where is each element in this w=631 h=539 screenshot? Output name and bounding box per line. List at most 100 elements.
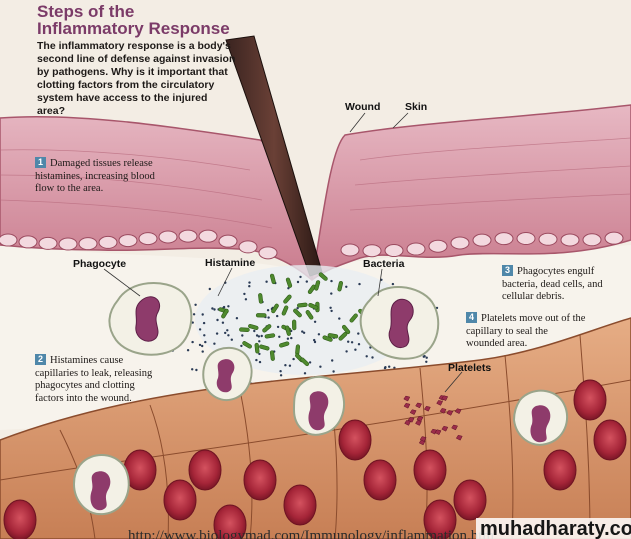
- step-1-text: Damaged tissues release histamines, incr…: [35, 158, 155, 194]
- platelet: [416, 416, 424, 422]
- bacterium: [262, 324, 272, 333]
- bacterium: [264, 333, 276, 339]
- clotting-factor-dot: [215, 332, 219, 335]
- clotting-factor-dot: [235, 317, 239, 320]
- basal-cell: [582, 233, 602, 247]
- red-blood-cell: [338, 419, 372, 461]
- clotting-factor-dot: [371, 356, 374, 359]
- platelet: [419, 436, 427, 442]
- red-blood-cell: [543, 449, 577, 491]
- clotting-factor-dot: [211, 307, 214, 310]
- clotting-factor-dot: [191, 321, 194, 324]
- clotting-factor-dot: [258, 360, 262, 364]
- clotting-factor-dot: [230, 338, 233, 341]
- clotting-factor-dot: [350, 341, 354, 344]
- leader-lines: [103, 112, 463, 393]
- clotting-factor-dot: [255, 334, 259, 337]
- clotting-factor-dot: [221, 321, 225, 324]
- basal-cell: [340, 243, 360, 257]
- bacterium: [305, 310, 314, 320]
- clotting-factor-dot: [255, 358, 258, 362]
- clotting-factor-dot: [241, 334, 244, 337]
- clotting-factor-dot: [213, 342, 216, 345]
- clotting-factor-dot: [227, 334, 230, 337]
- basal-cell: [58, 237, 78, 251]
- red-blood-cell: [3, 499, 37, 539]
- clotting-factor-dot: [201, 350, 204, 353]
- histamine-label: Histamine: [205, 257, 256, 269]
- clotting-factor-dot: [425, 356, 428, 359]
- bacterium: [285, 277, 293, 288]
- clotting-factor-dot: [194, 303, 197, 306]
- clotting-factor-dot: [213, 308, 216, 311]
- clotting-factor-dot: [305, 280, 308, 283]
- wound-label: Wound: [345, 101, 381, 113]
- source-link[interactable]: http://www.biologymad.com/Immunology/inf…: [128, 528, 495, 539]
- bacterium: [269, 273, 276, 285]
- phagocyte-in-capillary-right: [512, 389, 569, 446]
- clotting-factor-dot: [186, 349, 190, 352]
- platelet: [404, 420, 411, 426]
- bacterium: [258, 293, 264, 304]
- clotting-factor-dot: [301, 330, 304, 333]
- clotting-factor-dot: [195, 368, 198, 372]
- clotting-factor-dot: [227, 305, 230, 308]
- basal-cell: [494, 232, 514, 246]
- clotting-factor-dot: [338, 317, 341, 320]
- clotting-factor-dot: [202, 321, 206, 325]
- basal-cell: [38, 236, 58, 250]
- intro-paragraph: The inflammatory response is a body's se…: [37, 40, 236, 117]
- clotting-factor-dot: [258, 340, 261, 343]
- bacterium: [254, 342, 260, 354]
- clotting-factor-dot: [308, 361, 312, 364]
- clotting-factor-dot: [244, 298, 248, 301]
- clotting-factor-dot: [201, 344, 204, 348]
- clotting-factor-dot: [317, 333, 321, 336]
- clotting-factor-dot: [391, 282, 395, 286]
- step-3-text: Phagocytes engulf bacteria, dead cells, …: [502, 266, 603, 302]
- clotting-factor-dot: [332, 370, 335, 373]
- bacterium: [269, 350, 275, 361]
- clotting-factor-dot: [240, 344, 243, 348]
- clotting-factor-dot: [288, 364, 292, 367]
- platelet: [455, 434, 463, 441]
- clotting-factor-dot: [354, 348, 357, 351]
- basal-cell: [18, 235, 38, 249]
- bacterium: [248, 324, 259, 330]
- clotting-factor-dot: [388, 365, 391, 368]
- clotting-factor-dot: [313, 340, 317, 344]
- clotting-factor-dot: [192, 313, 196, 316]
- bacterium: [255, 313, 267, 318]
- clotting-factor-dot: [224, 331, 227, 335]
- clotting-factor-dot: [331, 359, 334, 362]
- clotting-factor-dot: [266, 309, 270, 312]
- red-blood-cell: [243, 459, 277, 501]
- basal-cell: [406, 242, 426, 256]
- clotting-factor-dot: [329, 306, 332, 309]
- basal-cell: [238, 240, 258, 254]
- basal-cell: [218, 234, 238, 248]
- clotting-factor-dot: [226, 329, 229, 332]
- clotting-factor-dot: [290, 336, 293, 340]
- step-3-badge: 3: [502, 265, 513, 276]
- red-blood-cell: [283, 484, 317, 526]
- bacterium: [271, 303, 279, 314]
- platelet: [415, 402, 422, 409]
- clotting-factor-dot: [423, 355, 426, 358]
- clotting-factor-dot: [248, 281, 251, 284]
- bacterium: [318, 272, 328, 281]
- basal-cell: [450, 236, 470, 250]
- step-4-text: Platelets move out of the capillary to s…: [466, 313, 586, 349]
- clotting-factor-dot: [330, 309, 333, 313]
- basal-cells: [0, 229, 624, 260]
- clotting-factor-dot: [347, 340, 350, 343]
- red-blood-cell: [163, 479, 197, 521]
- clotting-factor-dot: [384, 366, 387, 369]
- step-2-badge: 2: [35, 354, 46, 365]
- clotting-factor-dot: [345, 350, 348, 353]
- bacterium: [307, 284, 316, 294]
